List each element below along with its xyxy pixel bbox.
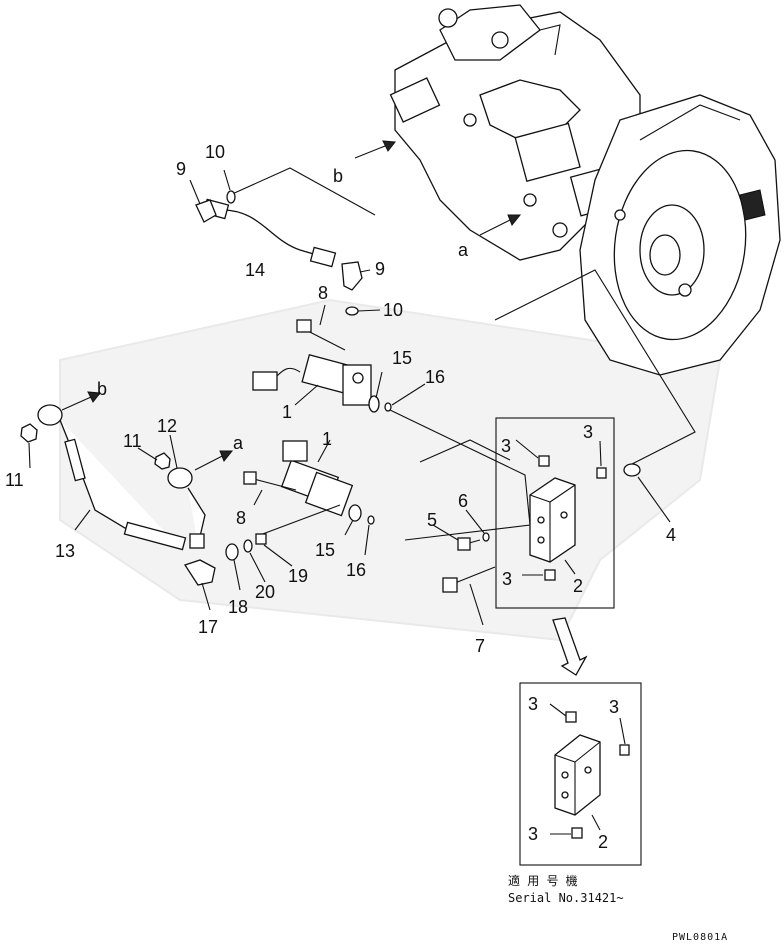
connection-label-b-pump: b <box>333 166 343 186</box>
bolt-7 <box>442 566 496 593</box>
callout-7: 7 <box>475 636 485 656</box>
replacement-plug-3-top <box>565 711 577 723</box>
callout-19: 19 <box>288 566 308 586</box>
plug-3-top-left <box>538 455 550 467</box>
o-ring-10-lower <box>345 306 359 316</box>
callout-16-upper: 16 <box>425 367 445 387</box>
callout-10-upper: 10 <box>205 142 225 162</box>
solenoid-valve-1-lower <box>243 440 354 517</box>
callout-1-upper: 1 <box>282 402 292 422</box>
drawing-code: PWL0801A <box>672 932 728 943</box>
callout-17: 17 <box>198 617 218 637</box>
route-line-lower <box>259 504 341 536</box>
callout-3-bottom: 3 <box>502 569 512 589</box>
hose-14 <box>202 198 337 268</box>
connection-label-b-left: b <box>97 379 107 399</box>
route-a-line <box>494 269 696 466</box>
callout-3-inset-bottom: 3 <box>528 824 538 844</box>
bolt-6 <box>457 532 490 551</box>
callout-4: 4 <box>666 525 676 545</box>
callout-3-top-left: 3 <box>501 436 511 456</box>
o-ring-20 <box>243 539 253 553</box>
o-ring-10-upper <box>226 190 236 204</box>
callout-11-left: 11 <box>5 470 24 490</box>
o-ring-4 <box>623 463 641 477</box>
o-ring-16-upper <box>384 402 392 412</box>
connection-label-a-left: a <box>233 433 244 453</box>
connection-label-a-pump: a <box>458 240 469 260</box>
connection-arrow-b-pump <box>354 140 396 159</box>
replacement-plug-3-right <box>619 744 630 756</box>
callout-18: 18 <box>228 597 248 617</box>
elbow-fitting-9-upper <box>195 199 217 223</box>
banjo-fitting-12 <box>167 467 206 549</box>
connection-arrow-a-pump <box>479 214 522 236</box>
callout-16-lower: 16 <box>346 560 366 580</box>
nut-11-left <box>20 423 38 443</box>
replacement-plug-3-bottom <box>571 827 583 839</box>
hydraulic-pump-assembly <box>389 4 781 376</box>
connection-arrow-b-left <box>61 391 101 411</box>
callout-2-replacement: 2 <box>598 832 608 852</box>
o-ring-15-upper <box>368 395 380 413</box>
callout-12: 12 <box>157 416 177 436</box>
callout-5: 5 <box>427 510 437 530</box>
applicability-label: 適 用 号 機 <box>508 873 578 888</box>
solenoid-valve-1-upper <box>252 319 372 406</box>
callout-3-inset-top-left: 3 <box>528 694 538 714</box>
callout-6: 6 <box>458 491 468 511</box>
callout-9-upper: 9 <box>176 159 186 179</box>
hose-13 <box>37 404 187 551</box>
callout-20: 20 <box>255 582 275 602</box>
callout-3-inset-top-right: 3 <box>609 697 619 717</box>
route-line-mid <box>419 439 511 463</box>
callout-11-center: 11 <box>123 431 142 451</box>
callout-2-block: 2 <box>573 576 583 596</box>
valve-block-frame <box>495 417 615 609</box>
leader-lines <box>28 169 671 835</box>
valve-block-2 <box>529 477 576 563</box>
route-line-5 <box>389 409 531 541</box>
nut-11-center <box>154 452 171 470</box>
callout-15-lower: 15 <box>315 540 335 560</box>
callout-3-top-right: 3 <box>583 422 593 442</box>
elbow-fitting-17 <box>183 559 216 586</box>
callout-1-lower: 1 <box>322 429 332 449</box>
callout-8-upper: 8 <box>318 283 328 303</box>
route-b-line <box>229 167 376 216</box>
plug-19 <box>255 533 267 545</box>
callout-numbers: 1 1 2 2 3 3 3 3 3 3 4 5 6 7 8 8 9 9 10 1… <box>5 142 676 852</box>
o-ring-15-lower <box>348 504 362 522</box>
callout-14: 14 <box>245 260 265 280</box>
o-ring-16-lower <box>367 515 375 525</box>
elbow-fitting-9-lower <box>341 261 363 291</box>
replacement-block-frame <box>519 682 642 866</box>
callout-13: 13 <box>55 541 75 561</box>
washer-18 <box>225 543 239 561</box>
callout-8-lower: 8 <box>236 508 246 528</box>
replacement-arrow <box>552 617 588 676</box>
callout-10-lower: 10 <box>383 300 403 320</box>
callout-15-upper: 15 <box>392 348 412 368</box>
plug-3-top-right <box>596 467 607 479</box>
serial-number-note: Serial No.31421~ <box>508 891 624 905</box>
callout-9-lower: 9 <box>375 259 385 279</box>
connection-arrow-a-left <box>194 450 234 471</box>
plug-3-bottom <box>544 569 556 581</box>
replacement-valve-block-2 <box>554 734 601 816</box>
